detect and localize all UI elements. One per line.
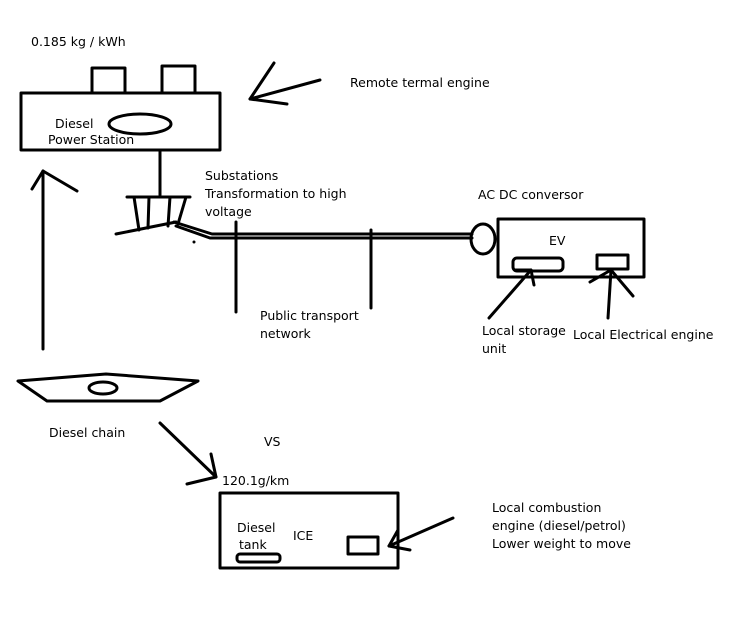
combustion-label-line2: engine (diesel/petrol) (492, 518, 626, 533)
ice-label: ICE (293, 528, 314, 543)
acdc-label: AC DC conversor (478, 187, 584, 202)
ice-emission-label: 120.1g/km (222, 473, 290, 488)
chain-ice-arrow-shaft (158, 421, 218, 479)
remote-engine-label: Remote termal engine (350, 75, 490, 90)
station-label-line1: Diesel (55, 116, 94, 131)
combustion-label-line1: Local combustion (492, 500, 602, 515)
station-label-line2: Power Station (48, 132, 135, 147)
remote-arrow-head (248, 61, 289, 106)
combustion-engine-shape (346, 535, 380, 556)
diesel-tank-shape (235, 552, 282, 564)
chain-ice-arrow-head (185, 452, 218, 486)
diesel-chain-shape (16, 372, 200, 403)
acdc-converter (469, 222, 497, 256)
tank-label-line2: tank (239, 537, 267, 552)
substation-label-line3: voltage (205, 204, 252, 219)
local-storage-unit-shape (511, 256, 565, 273)
diesel-chain-ellipse (87, 380, 119, 396)
storage-label-line1: Local storage (482, 323, 566, 338)
diesel-chain-label: Diesel chain (49, 425, 126, 440)
transmission-line-top (172, 220, 474, 236)
local-electrical-engine-shape (595, 253, 630, 271)
substation-label-line1: Substations (205, 168, 279, 183)
substation-base (114, 220, 178, 236)
substation-leg-4 (176, 195, 188, 226)
chain-up-arrow-head (30, 169, 79, 193)
substation-leg-3 (166, 195, 172, 228)
vs-label: VS (264, 434, 281, 449)
storage-label-line2: unit (482, 341, 507, 356)
substation-leg-2 (146, 195, 151, 230)
substation-label-line2: Transformation to high (205, 186, 347, 201)
tank-label-line1: Diesel (237, 520, 276, 535)
storage-arrow-shaft (487, 268, 533, 320)
diesel-power-station-box (19, 91, 222, 152)
combustion-arrow-head (387, 528, 412, 552)
station-engine-ellipse (107, 112, 173, 136)
ev-label: EV (549, 233, 566, 248)
electrical-engine-label: Local Electrical engine (573, 327, 714, 342)
storage-arrow-head (513, 268, 536, 287)
ev-box (496, 217, 646, 279)
public-transport-label-line2: network (260, 326, 311, 341)
engine-arrow-shaft (606, 268, 613, 320)
engine-arrow-head (588, 268, 635, 298)
combustion-label-line3: Lower weight to move (492, 536, 631, 551)
station-chimney-right (160, 64, 197, 95)
public-transport-label-line1: Public transport (260, 308, 359, 323)
diesel-emission-label: 0.185 kg / kWh (31, 34, 126, 49)
station-chimney-left (90, 66, 127, 95)
combustion-arrow-shaft (387, 516, 455, 548)
remote-arrow-shaft (248, 78, 322, 101)
transmission-line-bottom (174, 224, 474, 240)
substation-leg-1 (132, 195, 141, 232)
substation-dot (192, 240, 196, 244)
